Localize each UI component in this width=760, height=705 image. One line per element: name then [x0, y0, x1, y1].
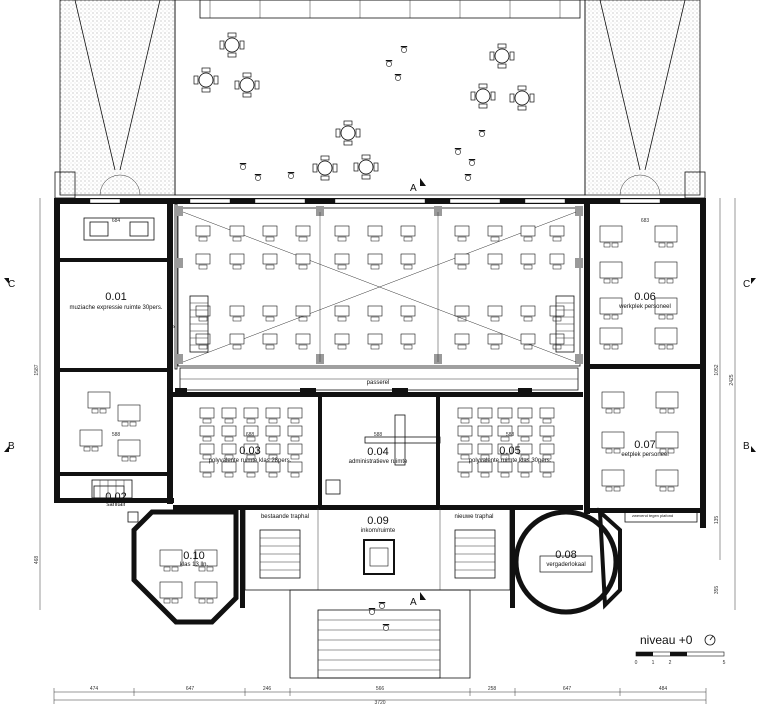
room-name: werkplek personeel: [618, 304, 671, 310]
scale-tick: 5: [723, 660, 726, 666]
dim-label: 3720: [374, 700, 385, 705]
compass-icon: [704, 634, 716, 646]
room-number: 0.01: [105, 291, 126, 303]
dim-label: 588: [374, 432, 383, 438]
passerel-label: passerel: [367, 380, 390, 386]
classroom-furniture: [199, 407, 555, 495]
room-name: klas 13 lln.: [180, 562, 209, 568]
dim-label: 647: [563, 686, 572, 692]
annotation-labels: passerel glas en hout bestaande traphal …: [169, 295, 673, 520]
dim-label: 647: [186, 686, 195, 692]
hall-desks: [189, 225, 575, 353]
dim-label: 135: [714, 516, 720, 525]
scale-tick: 0: [635, 660, 638, 666]
room-number: 0.07: [634, 439, 655, 451]
scale-tick: 2: [669, 660, 672, 666]
dim-label: 588: [506, 432, 515, 438]
section-mark-a-bottom: A: [410, 597, 417, 608]
building-walls: [54, 198, 706, 528]
room-number: 0.05: [499, 445, 520, 457]
section-mark-c-right: C: [743, 279, 750, 290]
dim-label: 474: [90, 686, 99, 692]
ceiling-note: zwevend tegen plafond: [632, 513, 673, 518]
glass-wood-label: glas en hout: [169, 295, 175, 328]
dim-label: 688: [246, 432, 255, 438]
hall-stairs-left: [189, 295, 209, 353]
room-name: vergaderlokaal: [546, 562, 585, 568]
room-number: 0.03: [239, 445, 260, 457]
dim-label: 355: [714, 586, 720, 595]
room-number: 0.04: [367, 446, 388, 458]
section-mark-b-right: B: [743, 441, 750, 452]
dim-label: 683: [641, 218, 650, 224]
room-number: 0.02: [105, 491, 126, 503]
new-stair-label: nieuwe traphal: [454, 514, 493, 520]
dim-label: 2425: [729, 374, 735, 385]
room-name: administratieve ruimte: [349, 459, 408, 465]
existing-stair-label: bestaande traphal: [261, 514, 309, 520]
dim-label: 1587: [34, 364, 40, 375]
sanitary-room: [91, 479, 133, 499]
site-context: [54, 0, 706, 199]
dim-label: 258: [488, 686, 497, 692]
room-name: sanitair: [106, 502, 125, 508]
dim-label: 468: [34, 556, 40, 565]
section-markers: A A B B C C: [4, 178, 756, 608]
level-title: niveau +0: [640, 633, 693, 647]
dimension-lines: [39, 198, 736, 704]
room-name: inkom/ruimte: [361, 528, 396, 534]
room-name: muziache expressie ruimte 30pers.: [69, 305, 162, 311]
room-name: eetplek personeel: [621, 452, 668, 458]
hall-stairs-right: [555, 295, 575, 353]
dim-label: 1052: [714, 364, 720, 375]
right-wing-furniture: [599, 225, 698, 523]
room-labels: 0.01 muziache expressie ruimte 30pers. 0…: [69, 291, 670, 568]
room-number: 0.08: [555, 549, 576, 561]
room-number: 0.06: [634, 291, 655, 303]
courtyard-furniture: [193, 32, 535, 182]
dim-label: 588: [112, 432, 121, 438]
dim-label: 246: [263, 686, 272, 692]
room-name: polyvalente ruimte klas 30pers.: [469, 458, 552, 464]
scale-tick: 1: [652, 660, 655, 666]
room-number: 0.10: [183, 550, 204, 562]
dimension-labels: 474 647 246 566 258 647 484 3720 1587 46…: [34, 218, 735, 705]
scale-legend: niveau +0 0 1 2 5: [635, 633, 726, 666]
dim-label: 684: [112, 218, 121, 224]
left-wing-furniture: [79, 217, 155, 523]
section-mark-b-left: B: [8, 441, 15, 452]
room-name: polyvalente ruimte klas 28pers.: [209, 458, 292, 464]
south-annex: [131, 507, 622, 679]
dim-label: 566: [376, 686, 385, 692]
room-number: 0.09: [367, 515, 388, 527]
section-mark-c-left: C: [8, 279, 15, 290]
section-mark-a-top: A: [410, 183, 417, 194]
dim-label: 484: [659, 686, 668, 692]
